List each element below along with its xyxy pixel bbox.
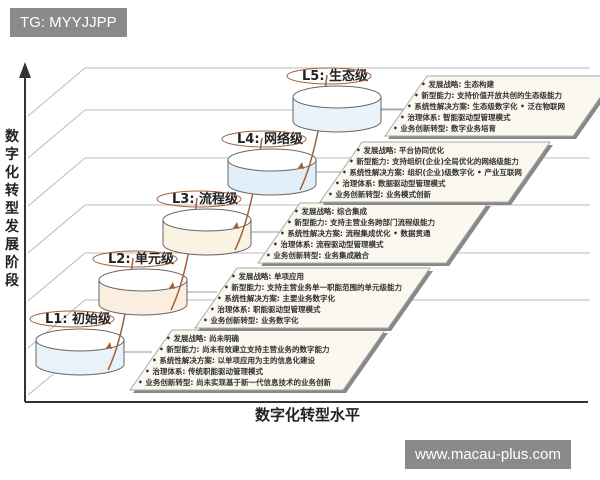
panel-item: • 业务创新转型: 业务模式创新	[328, 189, 432, 199]
panel-item: • 系统性解决方案: 组织(企业)级数字化 • 产业互联网	[342, 167, 522, 177]
panel-item: • 治理体系: 传统职能驱动管理模式	[145, 366, 264, 376]
label-swirl	[221, 130, 307, 148]
guide-line	[27, 252, 86, 302]
x-axis-title: 数字化转型水平	[255, 406, 361, 424]
cylinder-top	[35, 328, 125, 352]
label-swirl	[156, 190, 242, 208]
level-panel	[194, 267, 431, 329]
arrow-head-icon	[106, 342, 112, 349]
level-label: L3: 流程级	[172, 191, 239, 207]
panel-item: • 业务创新转型: 尚未实现基于新一代信息技术的业务创新	[138, 377, 332, 387]
guide-line	[27, 67, 86, 117]
panel-item: • 业务创新转型: 业务集成融合	[266, 250, 370, 260]
watermark-bottom: www.macau-plus.com	[405, 440, 571, 469]
panel-item: • 治理体系: 智能驱动型管理模式	[400, 112, 511, 122]
arrow-head-icon	[298, 162, 304, 169]
panel-item: • 业务创新转型: 业务数字化	[203, 315, 299, 325]
panel-item: • 发展战略: 尚未明确	[166, 333, 240, 343]
level-label: L5: 生态级	[302, 68, 369, 84]
level-label: L1: 初始级	[45, 311, 112, 327]
level-panel	[384, 75, 600, 137]
cylinder-top	[162, 208, 252, 232]
level-label: L2: 单元级	[108, 251, 175, 267]
label-swirl	[286, 67, 372, 85]
panel-item: • 新型能力: 支持主营业务单一职能范围的单元级能力	[224, 282, 402, 292]
panel-item: • 发展战略: 平台协同优化	[356, 145, 445, 155]
level-label: L4: 网络级	[237, 131, 304, 147]
y-axis-arrow-icon	[19, 62, 31, 78]
panel-item: • 系统性解决方案: 以单项应用为主的信息化建设	[152, 355, 316, 365]
panel-item: • 系统性解决方案: 主要业务数字化	[217, 293, 336, 303]
panel-item: • 治理体系: 流程驱动型管理模式	[273, 239, 384, 249]
panel-item: • 系统性解决方案: 生态级数字化 • 泛在物联网	[407, 101, 566, 111]
cylinder-top	[227, 148, 317, 172]
panel-item: • 系统性解决方案: 流程集成优化 • 数据贯通	[280, 228, 431, 238]
arrow-head-icon	[233, 222, 239, 229]
panel-item: • 业务创新转型: 数字业务培育	[393, 123, 497, 133]
panel-item: • 治理体系: 数据驱动型管理模式	[335, 178, 446, 188]
level-panel	[319, 141, 551, 203]
panel-item: • 发展战略: 生态构建	[421, 79, 495, 89]
panel-item: • 新型能力: 支持主营业务跨部门流程级能力	[287, 217, 435, 227]
panel-item: • 发展战略: 综合集成	[294, 206, 368, 216]
cylinder-top	[292, 85, 382, 109]
y-axis-title: 数字化转型发展阶段	[5, 129, 19, 289]
label-swirl	[29, 310, 115, 328]
arrow-head-icon	[169, 282, 175, 289]
cylinder-top	[98, 268, 188, 292]
panel-item: • 新型能力: 尚未有效建立支持主营业务的数字能力	[159, 344, 330, 354]
panel-item: • 新型能力: 支持组织(企业)全局优化的网络级能力	[349, 156, 519, 166]
guide-line	[27, 109, 86, 159]
label-swirl	[92, 250, 178, 268]
guide-line	[27, 157, 86, 207]
guide-line	[27, 204, 86, 254]
panel-item: • 发展战略: 单项应用	[231, 271, 304, 281]
panel-item: • 治理体系: 职能驱动型管理模式	[210, 304, 321, 314]
watermark-top: TG: MYYJJPP	[10, 8, 127, 37]
panel-item: • 新型能力: 支持价值开放共创的生态级能力	[414, 90, 562, 100]
